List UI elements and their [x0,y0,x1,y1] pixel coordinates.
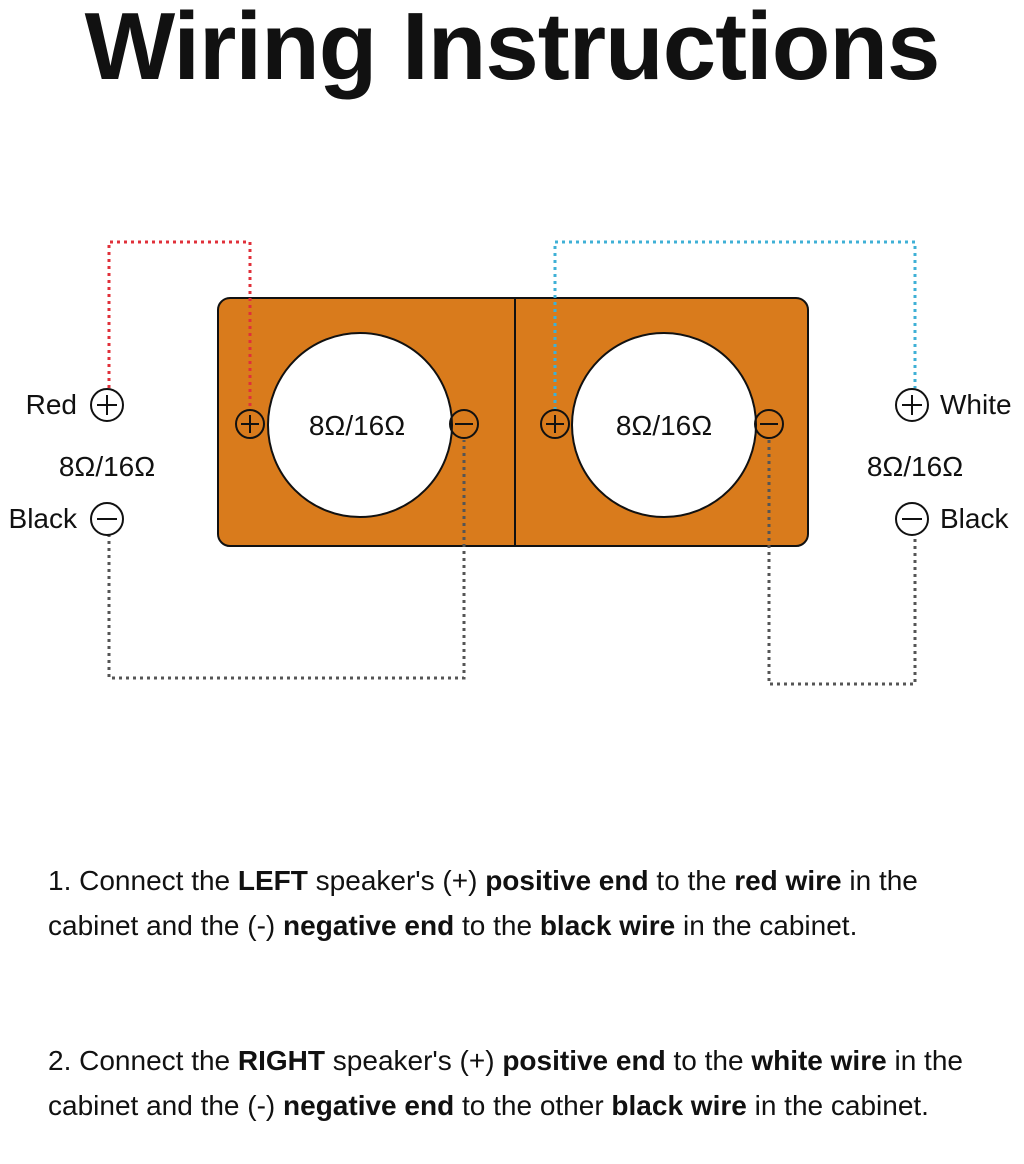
step-text: to the [648,865,735,896]
red-wire [107,240,252,410]
red-wire-label: Red [26,389,77,420]
step-text: 1. Connect the [48,865,238,896]
speaker-left-positive-terminal [235,409,265,439]
white-wire-label: White [940,389,1012,420]
step-2: 2. Connect the RIGHT speaker's (+) posit… [48,1038,988,1128]
black-wire-right-negative-terminal [895,502,929,536]
left-impedance-label: 8Ω/16Ω [59,451,155,482]
step-emphasis: red wire [734,865,842,896]
step-text: 2. Connect the [48,1045,238,1076]
step-emphasis: positive end [485,865,649,896]
black-wire-right [767,440,917,686]
step-emphasis: RIGHT [237,1045,326,1076]
red-wire-positive-terminal [90,388,124,422]
speaker-left-impedance: 8Ω/16Ω [309,410,405,441]
speaker-left [267,332,453,518]
step-text: to the other [454,1090,612,1121]
page-title: Wiring Instructions [84,0,941,100]
step-emphasis: LEFT [237,865,308,896]
right-impedance-label: 8Ω/16Ω [867,451,963,482]
step-text: speaker's (+) [307,865,486,896]
step-emphasis: white wire [751,1045,887,1076]
step-emphasis: negative end [283,910,455,941]
white-wire-positive-terminal [895,388,929,422]
step-text: in the cabinet and the (-) [48,1045,963,1121]
speaker-right-negative-terminal [754,409,784,439]
speaker-right-impedance: 8Ω/16Ω [616,410,712,441]
black-wire-left-label: Black [9,503,78,534]
black-wire-left-negative-terminal [90,502,124,536]
step-text: in the cabinet. [675,910,858,941]
white-wire [553,240,917,410]
step-text: to the [454,910,540,941]
step-emphasis: positive end [502,1045,666,1076]
step-emphasis: negative end [283,1090,455,1121]
speaker-left-negative-terminal [449,409,479,439]
step-emphasis: black wire [539,910,676,941]
step-text: in the cabinet. [746,1090,929,1121]
step-1: 1. Connect the LEFT speaker's (+) positi… [48,858,988,948]
step-text: speaker's (+) [325,1045,503,1076]
step-emphasis: black wire [611,1090,747,1121]
black-wire-left [107,440,466,680]
step-text: to the [665,1045,752,1076]
speaker-right-positive-terminal [540,409,570,439]
wiring-diagram: 8Ω/16Ω 8Ω/16Ω Red 8Ω/16Ω Black [9,240,1012,686]
black-wire-right-label: Black [940,503,1009,534]
step-text: in the cabinet and the (-) [48,865,918,941]
